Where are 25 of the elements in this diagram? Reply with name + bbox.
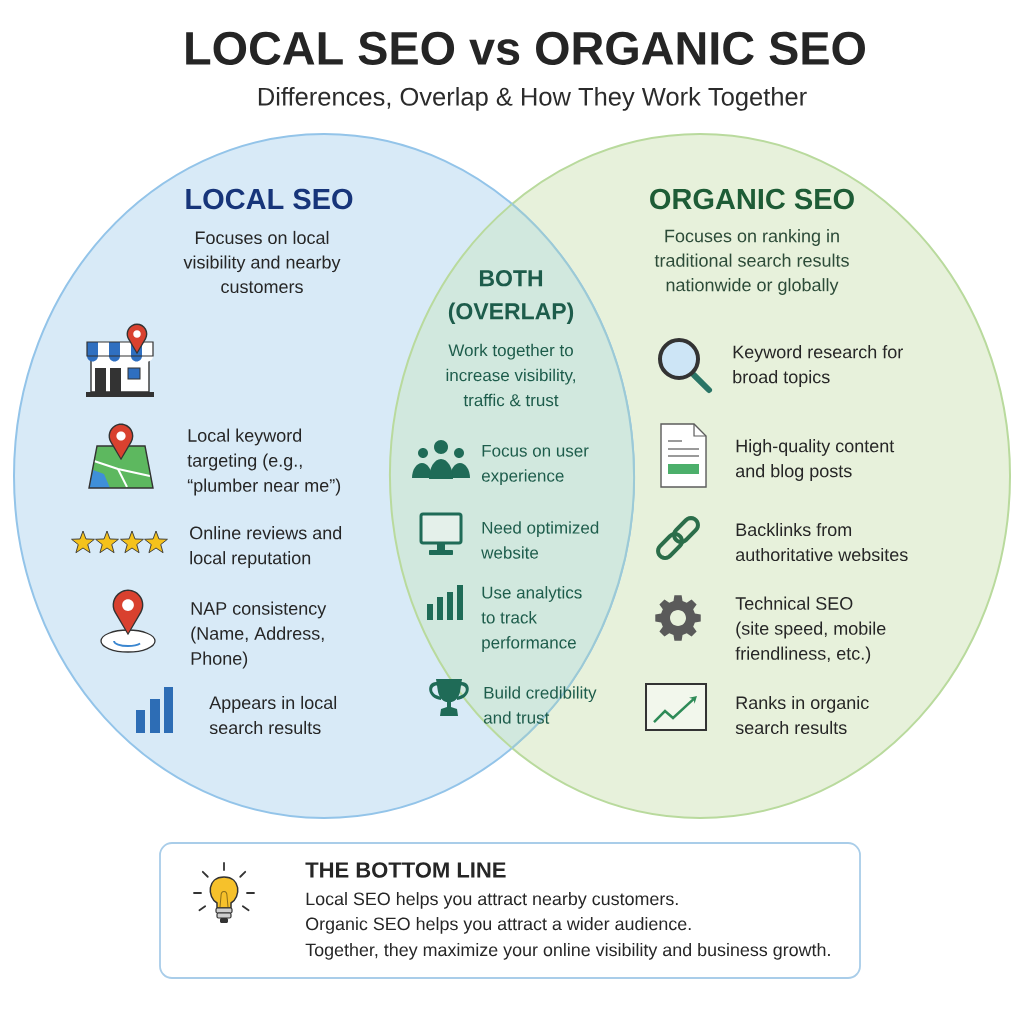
item-text: Appears in local search results: [209, 695, 337, 735]
summary-text: Local SEO helps you attract nearby customers.: [306, 892, 678, 909]
circle-description: Focuses on ranking in traditional search results nationwide or globally: [654, 229, 849, 295]
item-text: Backlinks from authoritative websites: [736, 522, 908, 562]
summary-text: Organic SEO helps you attract a wider audience.: [306, 917, 691, 934]
item-text: Online reviews and local reputation: [190, 526, 342, 568]
circle-description: Focuses on local visibility and nearby customers: [183, 230, 341, 294]
summary-text: Together, they maximize your online visibility and business growth.: [305, 943, 830, 960]
item-text: Ranks in organic search results: [735, 695, 869, 735]
item-text: NAP consistency (Name, Address, Phone): [191, 601, 327, 669]
item-text: Keyword research for broad topics: [733, 345, 903, 387]
item-text: Use analytics to track performance: [481, 586, 582, 652]
circle-heading: ORGANIC SEO: [650, 188, 854, 210]
overlap-description: Work together to increase visibility, traffic & trust: [446, 343, 575, 407]
overlap-heading: BOTH (OVERLAP): [448, 270, 574, 324]
item-text: Local keyword targeting (e.g., “plumber near me”): [187, 428, 341, 496]
item-text: Focus on user experience: [481, 444, 589, 486]
title: LOCAL SEO vs ORGANIC SEO: [186, 31, 865, 65]
item-text: High-quality content and blog posts: [736, 439, 895, 481]
item-text: Build credibility and trust: [483, 686, 597, 724]
item-text: Need optimized website: [481, 521, 599, 559]
summary-heading: THE BOTTOM LINE: [305, 862, 506, 878]
circle-heading: LOCAL SEO: [186, 188, 353, 210]
item-text: Technical SEO (site speed, mobile friendliness, etc.): [735, 596, 886, 664]
subtitle: Differences, Overlap & How They Work Together: [258, 87, 807, 111]
